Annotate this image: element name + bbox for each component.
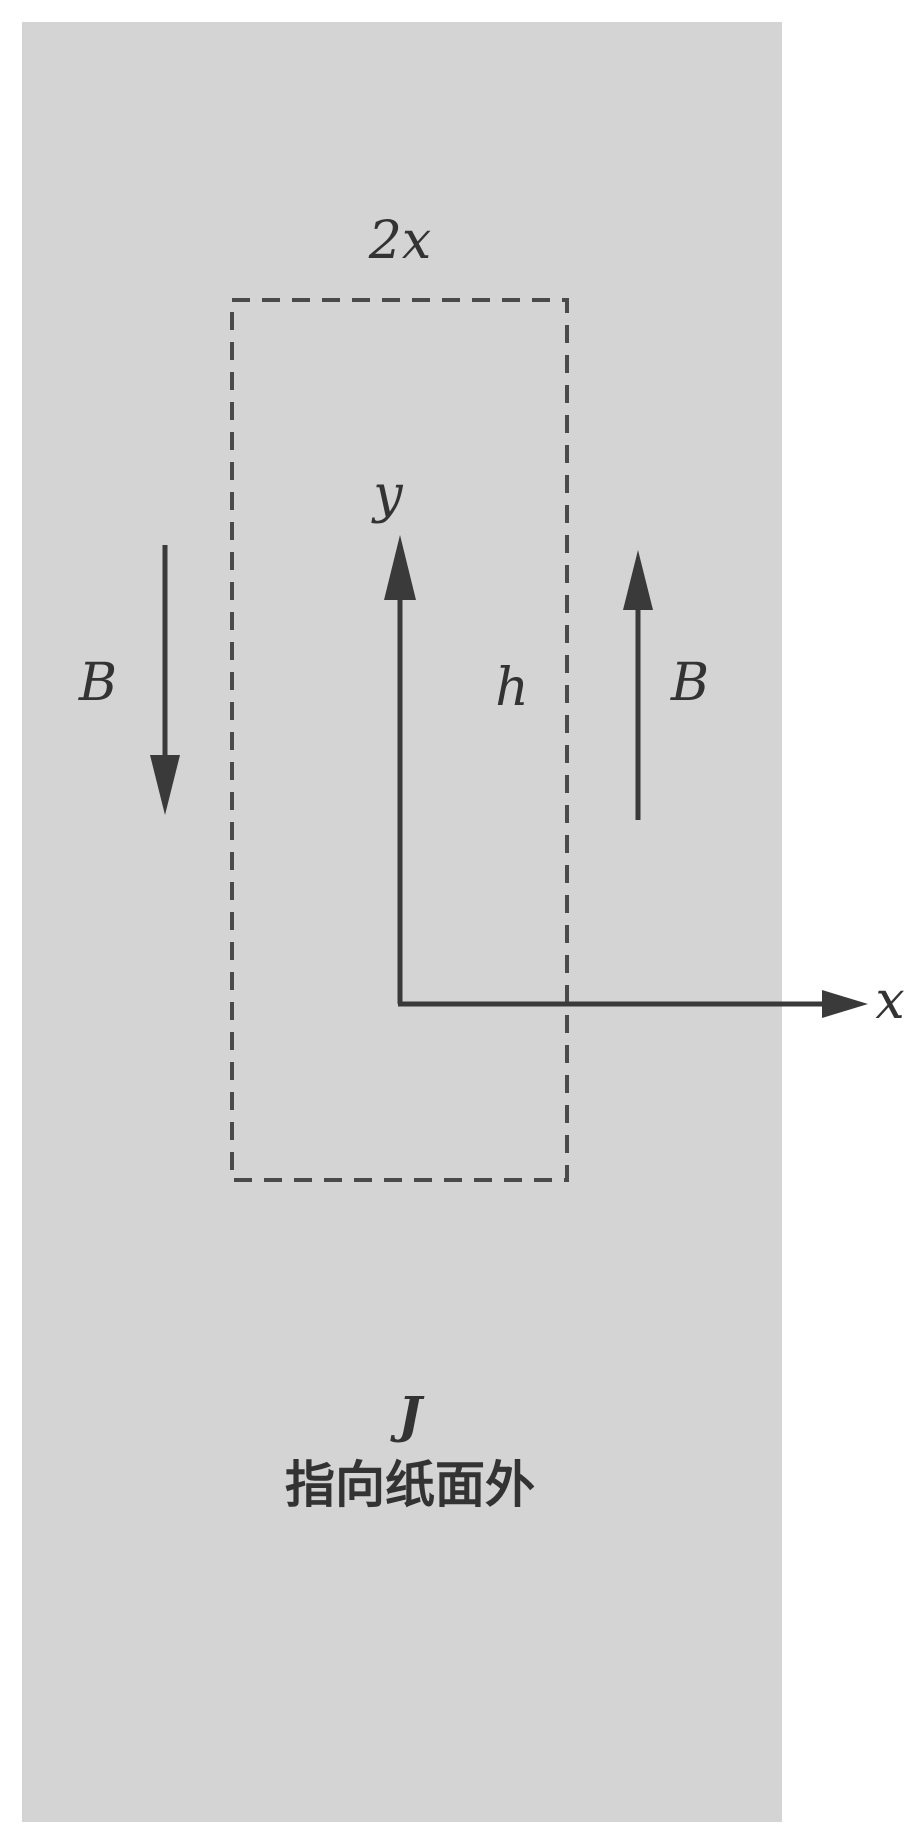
y-axis-label: y [371, 465, 403, 525]
field-label-left: B [78, 653, 117, 713]
x-axis [398, 990, 868, 1018]
height-label: h [495, 658, 529, 718]
amperian-loop [230, 298, 569, 1182]
width-label: 2x [368, 211, 431, 271]
x-axis-label: x [875, 971, 904, 1031]
down-arrow-icon [150, 755, 180, 815]
y-axis [384, 535, 416, 1004]
field-arrow-left [150, 545, 180, 815]
current-direction-label: 指向纸面外 [285, 1456, 535, 1514]
y-axis-arrow-icon [384, 535, 416, 600]
field-arrow-right [623, 550, 653, 820]
field-label-right: B [670, 653, 709, 713]
x-axis-arrow-icon [822, 990, 868, 1018]
up-arrow-icon [623, 550, 653, 610]
